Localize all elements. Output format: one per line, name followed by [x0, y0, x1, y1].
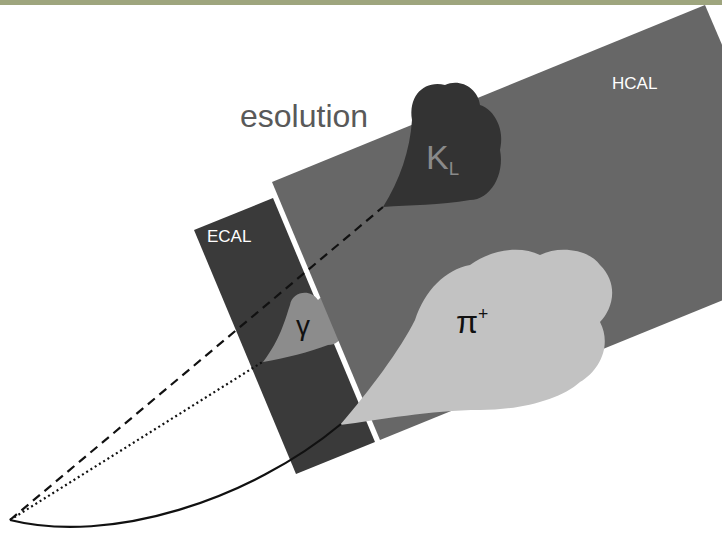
- kaon-track: [10, 207, 383, 520]
- shape-fill: [272, 5, 722, 440]
- shape-fill: [340, 250, 612, 425]
- shape-outline: [380, 78, 508, 210]
- shape-outline: [188, 196, 378, 476]
- particle-index: L: [449, 158, 459, 179]
- node-label: ECAL: [207, 228, 251, 245]
- particle-name: γ: [296, 310, 310, 341]
- node-label: π+: [456, 306, 488, 338]
- particle-index: +: [478, 304, 488, 324]
- hcal-region: HCAL KL: [270, 3, 722, 443]
- kaon-shower: KL: [380, 78, 508, 210]
- node-label: γ: [296, 312, 310, 340]
- node-label: KL: [426, 140, 459, 178]
- shape-fill: [263, 293, 345, 362]
- top-bar: [0, 0, 722, 5]
- ecal-region: ECAL γ: [188, 196, 378, 476]
- photon-track: [10, 361, 264, 520]
- slide-heading-fragment: esolution: [240, 100, 368, 132]
- photon-shower: γ: [260, 286, 350, 366]
- particle-name: π: [456, 304, 478, 340]
- node-label: HCAL: [612, 75, 657, 92]
- pion-shower: π+: [338, 242, 618, 428]
- shape-outline: [260, 286, 350, 366]
- shape-outline: [338, 242, 618, 428]
- pion-track: [10, 424, 341, 527]
- shape-fill: [194, 198, 375, 474]
- particle-name: HCAL: [612, 74, 657, 93]
- particle-name: ECAL: [207, 227, 251, 246]
- particle-name: K: [426, 138, 449, 176]
- shape-fill: [383, 83, 501, 207]
- shape-outline: [270, 3, 722, 443]
